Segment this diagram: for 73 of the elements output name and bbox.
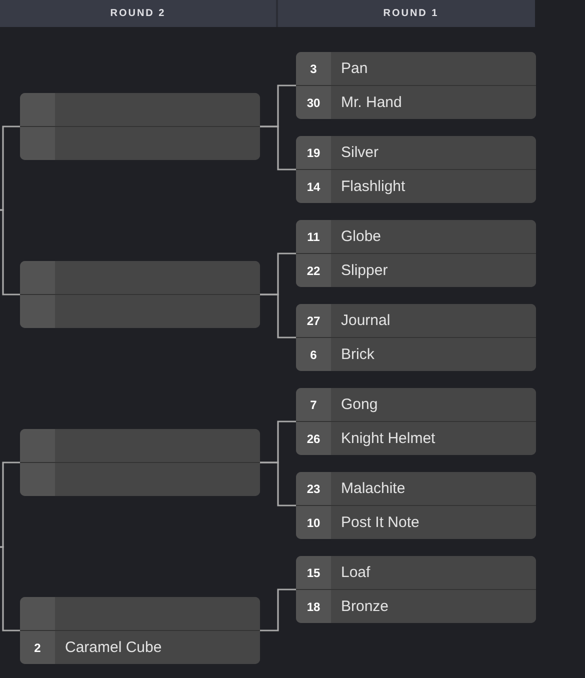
entrant-name: Malachite — [341, 480, 406, 498]
seed-number: 19 — [306, 146, 320, 160]
entrant-name: Post It Note — [341, 514, 420, 532]
seed-number: 18 — [306, 600, 320, 614]
column-header: ROUND 1 — [383, 8, 439, 20]
entrant-name: Globe — [341, 228, 382, 246]
empty-slot — [20, 462, 260, 496]
bracket-connector — [260, 588, 296, 632]
entrant-row — [296, 85, 536, 119]
entrant-name: Caramel Cube — [65, 638, 162, 656]
entrant-row — [296, 169, 536, 203]
seed-number: 15 — [306, 566, 320, 580]
seed-number: 30 — [306, 96, 320, 110]
match-card — [20, 261, 260, 328]
seed-number: 10 — [306, 516, 320, 530]
entrant-row — [296, 589, 536, 623]
entrant-name: Pan — [341, 60, 368, 78]
entrant-row — [296, 421, 536, 455]
bracket-connector — [0, 462, 20, 548]
empty-slot — [20, 93, 260, 126]
entrant-row — [296, 388, 536, 421]
seed-number: 6 — [310, 348, 317, 362]
seed-number: 23 — [306, 482, 320, 496]
entrant-name: Slipper — [341, 262, 388, 280]
column-header: ROUND 2 — [110, 8, 166, 20]
match-card — [296, 556, 536, 623]
match-card — [296, 388, 536, 455]
seed-number: 27 — [306, 314, 320, 328]
bracket-connector — [260, 126, 296, 170]
bracket-connector — [0, 546, 20, 632]
entrant-row — [296, 220, 536, 253]
seed-number: 2 — [34, 640, 41, 654]
seed-number: 14 — [306, 180, 320, 194]
seed-number: 7 — [310, 398, 317, 412]
entrant-name: Knight Helmet — [341, 430, 436, 448]
bracket-connector — [260, 462, 296, 506]
bracket-connector — [0, 126, 20, 211]
entrant-row — [20, 630, 260, 664]
match-card — [296, 136, 536, 203]
entrant-name: Gong — [341, 396, 378, 414]
match-card — [296, 52, 536, 119]
empty-slot — [20, 261, 260, 294]
entrant-row — [296, 472, 536, 505]
empty-slot — [20, 126, 260, 160]
entrant-row — [296, 505, 536, 539]
entrant-name: Silver — [341, 144, 379, 162]
match-card — [296, 472, 536, 539]
entrant-row — [296, 253, 536, 287]
entrant-row — [296, 52, 536, 85]
entrant-name: Flashlight — [341, 178, 406, 196]
seed-number: 26 — [306, 432, 320, 446]
empty-slot — [20, 429, 260, 462]
entrant-name: Brick — [341, 346, 374, 364]
entrant-name: Mr. Hand — [341, 94, 402, 112]
match-card — [296, 304, 536, 371]
entrant-row — [296, 337, 536, 371]
bracket-connector — [260, 294, 296, 338]
seed-number: 11 — [307, 230, 320, 244]
entrant-name: Journal — [341, 312, 390, 330]
match-card — [20, 597, 260, 664]
match-card — [20, 429, 260, 496]
bracket-connector — [0, 209, 20, 296]
entrant-row — [296, 136, 536, 169]
seed-number: 22 — [306, 264, 320, 278]
entrant-row — [296, 304, 536, 337]
seed-number: 3 — [310, 62, 317, 76]
entrant-name: Bronze — [341, 598, 389, 616]
entrant-name: Loaf — [341, 564, 370, 582]
empty-slot — [20, 597, 260, 630]
empty-slot — [20, 294, 260, 328]
match-card — [296, 220, 536, 287]
entrant-row — [296, 556, 536, 589]
match-card — [20, 93, 260, 160]
